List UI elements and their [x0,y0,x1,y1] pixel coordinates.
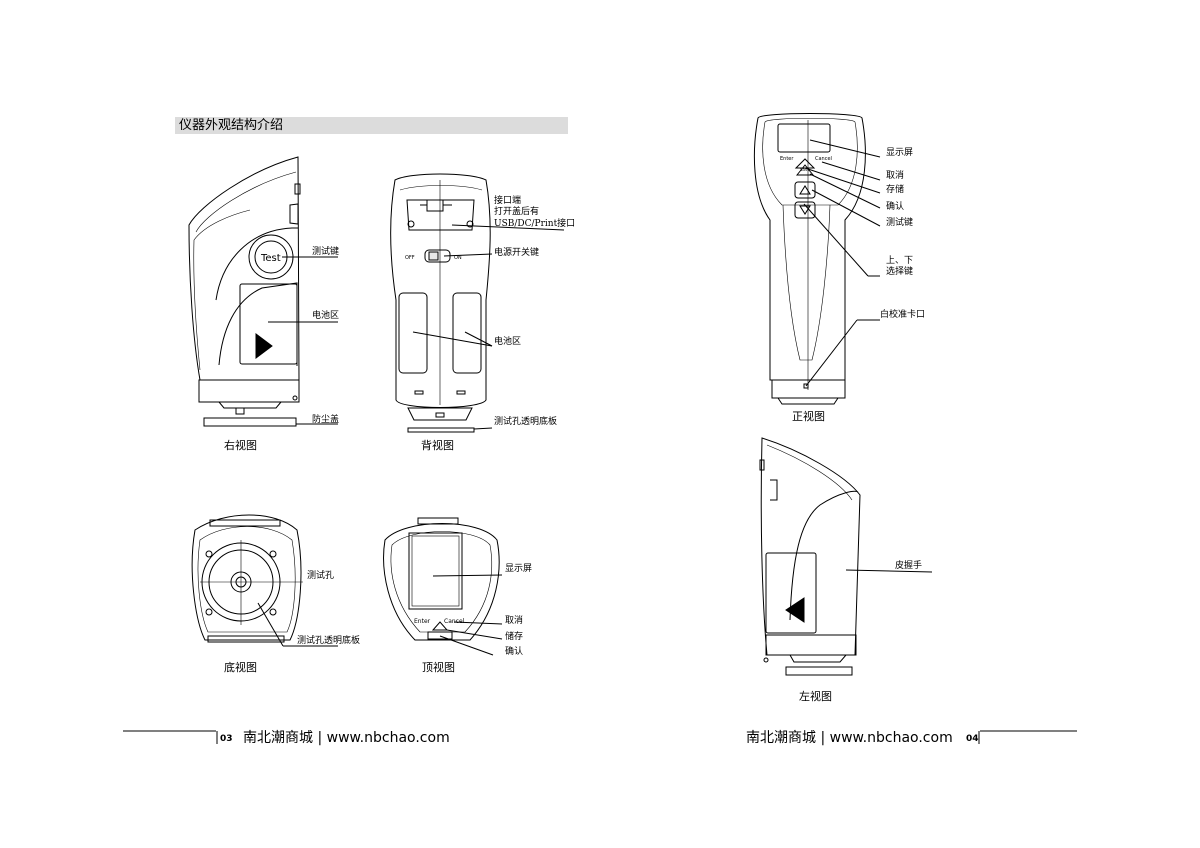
top-view-save-label: 储存 [505,632,524,642]
back-view-port-label-3: USB/DC/Print接口 [494,219,576,229]
front-view-caption: 正视图 [792,410,825,423]
front-view-updown-label-1: 上、下 [886,256,914,266]
front-view-confirm-label: 确认 [886,202,905,212]
section-title: 仪器外观结构介绍 [179,118,284,133]
left-view-caption: 左视图 [799,690,832,703]
front-view-test-key-label: 测试键 [886,218,914,228]
svg-text:OFF: OFF [405,255,415,261]
bottom-view-caption: 底视图 [224,661,257,674]
back-view-caption: 背视图 [421,439,454,452]
front-view-cancel-label: 取消 [886,171,905,181]
svg-text:Enter: Enter [414,618,431,625]
bottom-view-test-hole-label: 测试孔 [307,571,335,581]
top-view-cancel-label: 取消 [505,616,524,626]
svg-text:Cancel: Cancel [815,156,832,162]
right-view-battery-label: 电池区 [312,311,340,321]
svg-text:ON: ON [454,255,462,261]
back-view-port-label-2: 打开盖后有 [494,207,540,217]
right-view-dust-cover-label: 防尘盖 [312,415,340,425]
top-view-caption: 顶视图 [422,661,455,674]
left-view-grip-label: 皮握手 [895,561,923,571]
svg-text:Cancel: Cancel [444,618,465,625]
back-view-clear-plate-label: 测试孔透明底板 [494,417,558,427]
svg-text:Test: Test [260,253,281,264]
back-view-port-label-1: 接口端 [494,196,522,206]
front-view-display-label: 显示屏 [886,148,914,158]
svg-text:Save: Save [800,167,810,172]
back-view-battery-label: 电池区 [494,337,522,347]
back-view-power-switch-label: 电源开关键 [494,248,540,258]
front-view-white-slot-label: 白校准卡口 [880,310,926,320]
top-view-display-label: 显示屏 [505,564,533,574]
svg-text:Enter: Enter [780,156,794,162]
right-view-test-key-label: 测试键 [312,247,340,257]
bottom-view-clear-plate-label: 测试孔透明底板 [297,636,361,646]
section-title-bar [175,117,568,134]
left-footer-text: 南北潮商城 | www.nbchao.com [243,730,450,746]
front-view-save-label: 存储 [886,185,905,195]
front-view-updown-label-2: 选择键 [886,267,914,277]
left-page-number: 03 [220,734,233,744]
right-view-caption: 右视图 [224,439,257,452]
right-footer-text: 南北潮商城 | www.nbchao.com [746,730,953,746]
top-view-confirm-label: 确认 [505,647,524,657]
right-page-number: 04 [966,734,979,744]
